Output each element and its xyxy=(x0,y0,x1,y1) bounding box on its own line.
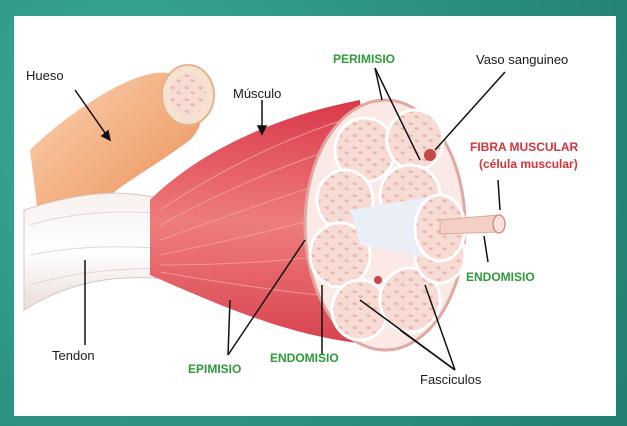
muscle-fiber xyxy=(493,215,505,233)
label-perimisio: PERIMISIO xyxy=(333,52,395,66)
label-fibra-muscular: FIBRA MUSCULAR xyxy=(470,140,578,154)
blood-vessel xyxy=(424,149,436,161)
label-tendon: Tendon xyxy=(52,348,95,363)
label-vaso-sanguineo: Vaso sanguineo xyxy=(476,52,568,67)
label-endomisio-right: ENDOMISIO xyxy=(466,270,535,284)
label-fasciculos: Fasciculos xyxy=(420,372,481,387)
label-celula-muscular: (célula muscular) xyxy=(479,157,578,171)
label-endomisio-bottom: ENDOMISIO xyxy=(270,351,339,365)
label-epimisio: EPIMISIO xyxy=(188,362,241,376)
label-hueso: Hueso xyxy=(26,68,64,83)
label-musculo: Músculo xyxy=(233,86,281,101)
